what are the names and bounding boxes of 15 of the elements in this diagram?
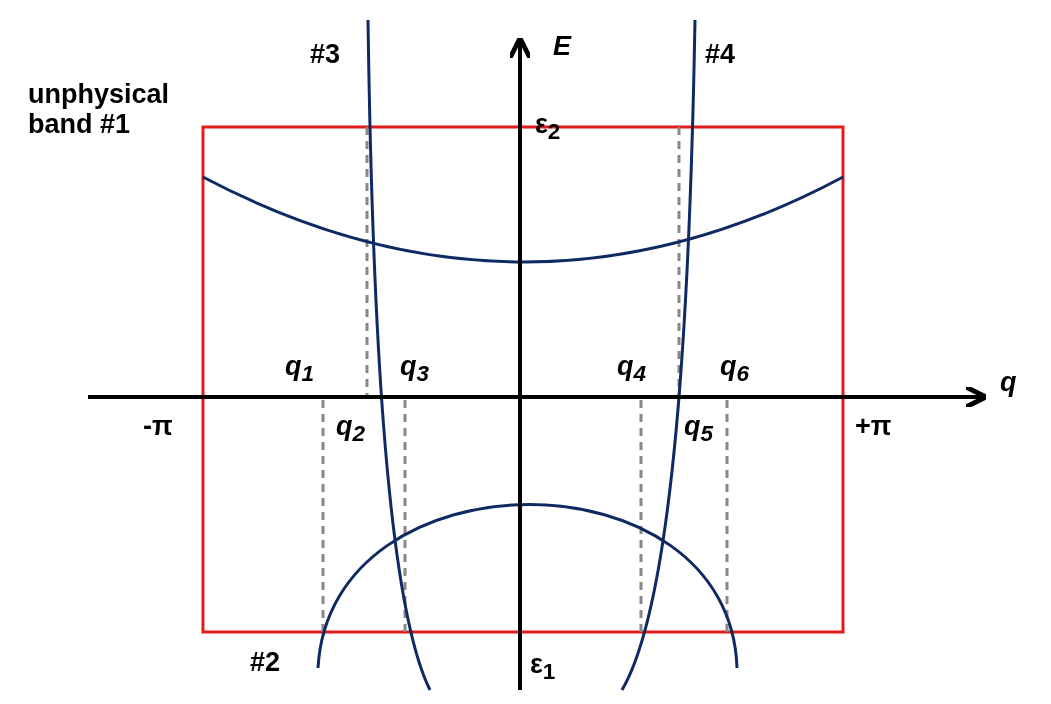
axis-label: E xyxy=(553,32,571,62)
wavevector-label: q$_{3}$ xyxy=(400,352,429,388)
wavevector-label: q$_{6}$ xyxy=(720,352,749,388)
wavevector-label: q$_{1}$ xyxy=(285,352,314,388)
wavevector-label: q$_{4}$ xyxy=(617,352,646,388)
curve-label: #2 xyxy=(250,648,281,678)
boundary-label: +π xyxy=(855,412,892,442)
curve-label: #4 xyxy=(705,40,736,70)
axis-label: q xyxy=(1000,368,1017,398)
curve-label: #3 xyxy=(310,40,341,70)
wavevector-label: q$_{2}$ xyxy=(336,412,365,448)
wavevector-label: q$_{5}$ xyxy=(684,412,713,448)
energy-label: ε$_{1}$ xyxy=(530,650,556,686)
boundary-label: -π xyxy=(143,412,173,442)
band-label: unphysical band #1 xyxy=(28,80,171,140)
